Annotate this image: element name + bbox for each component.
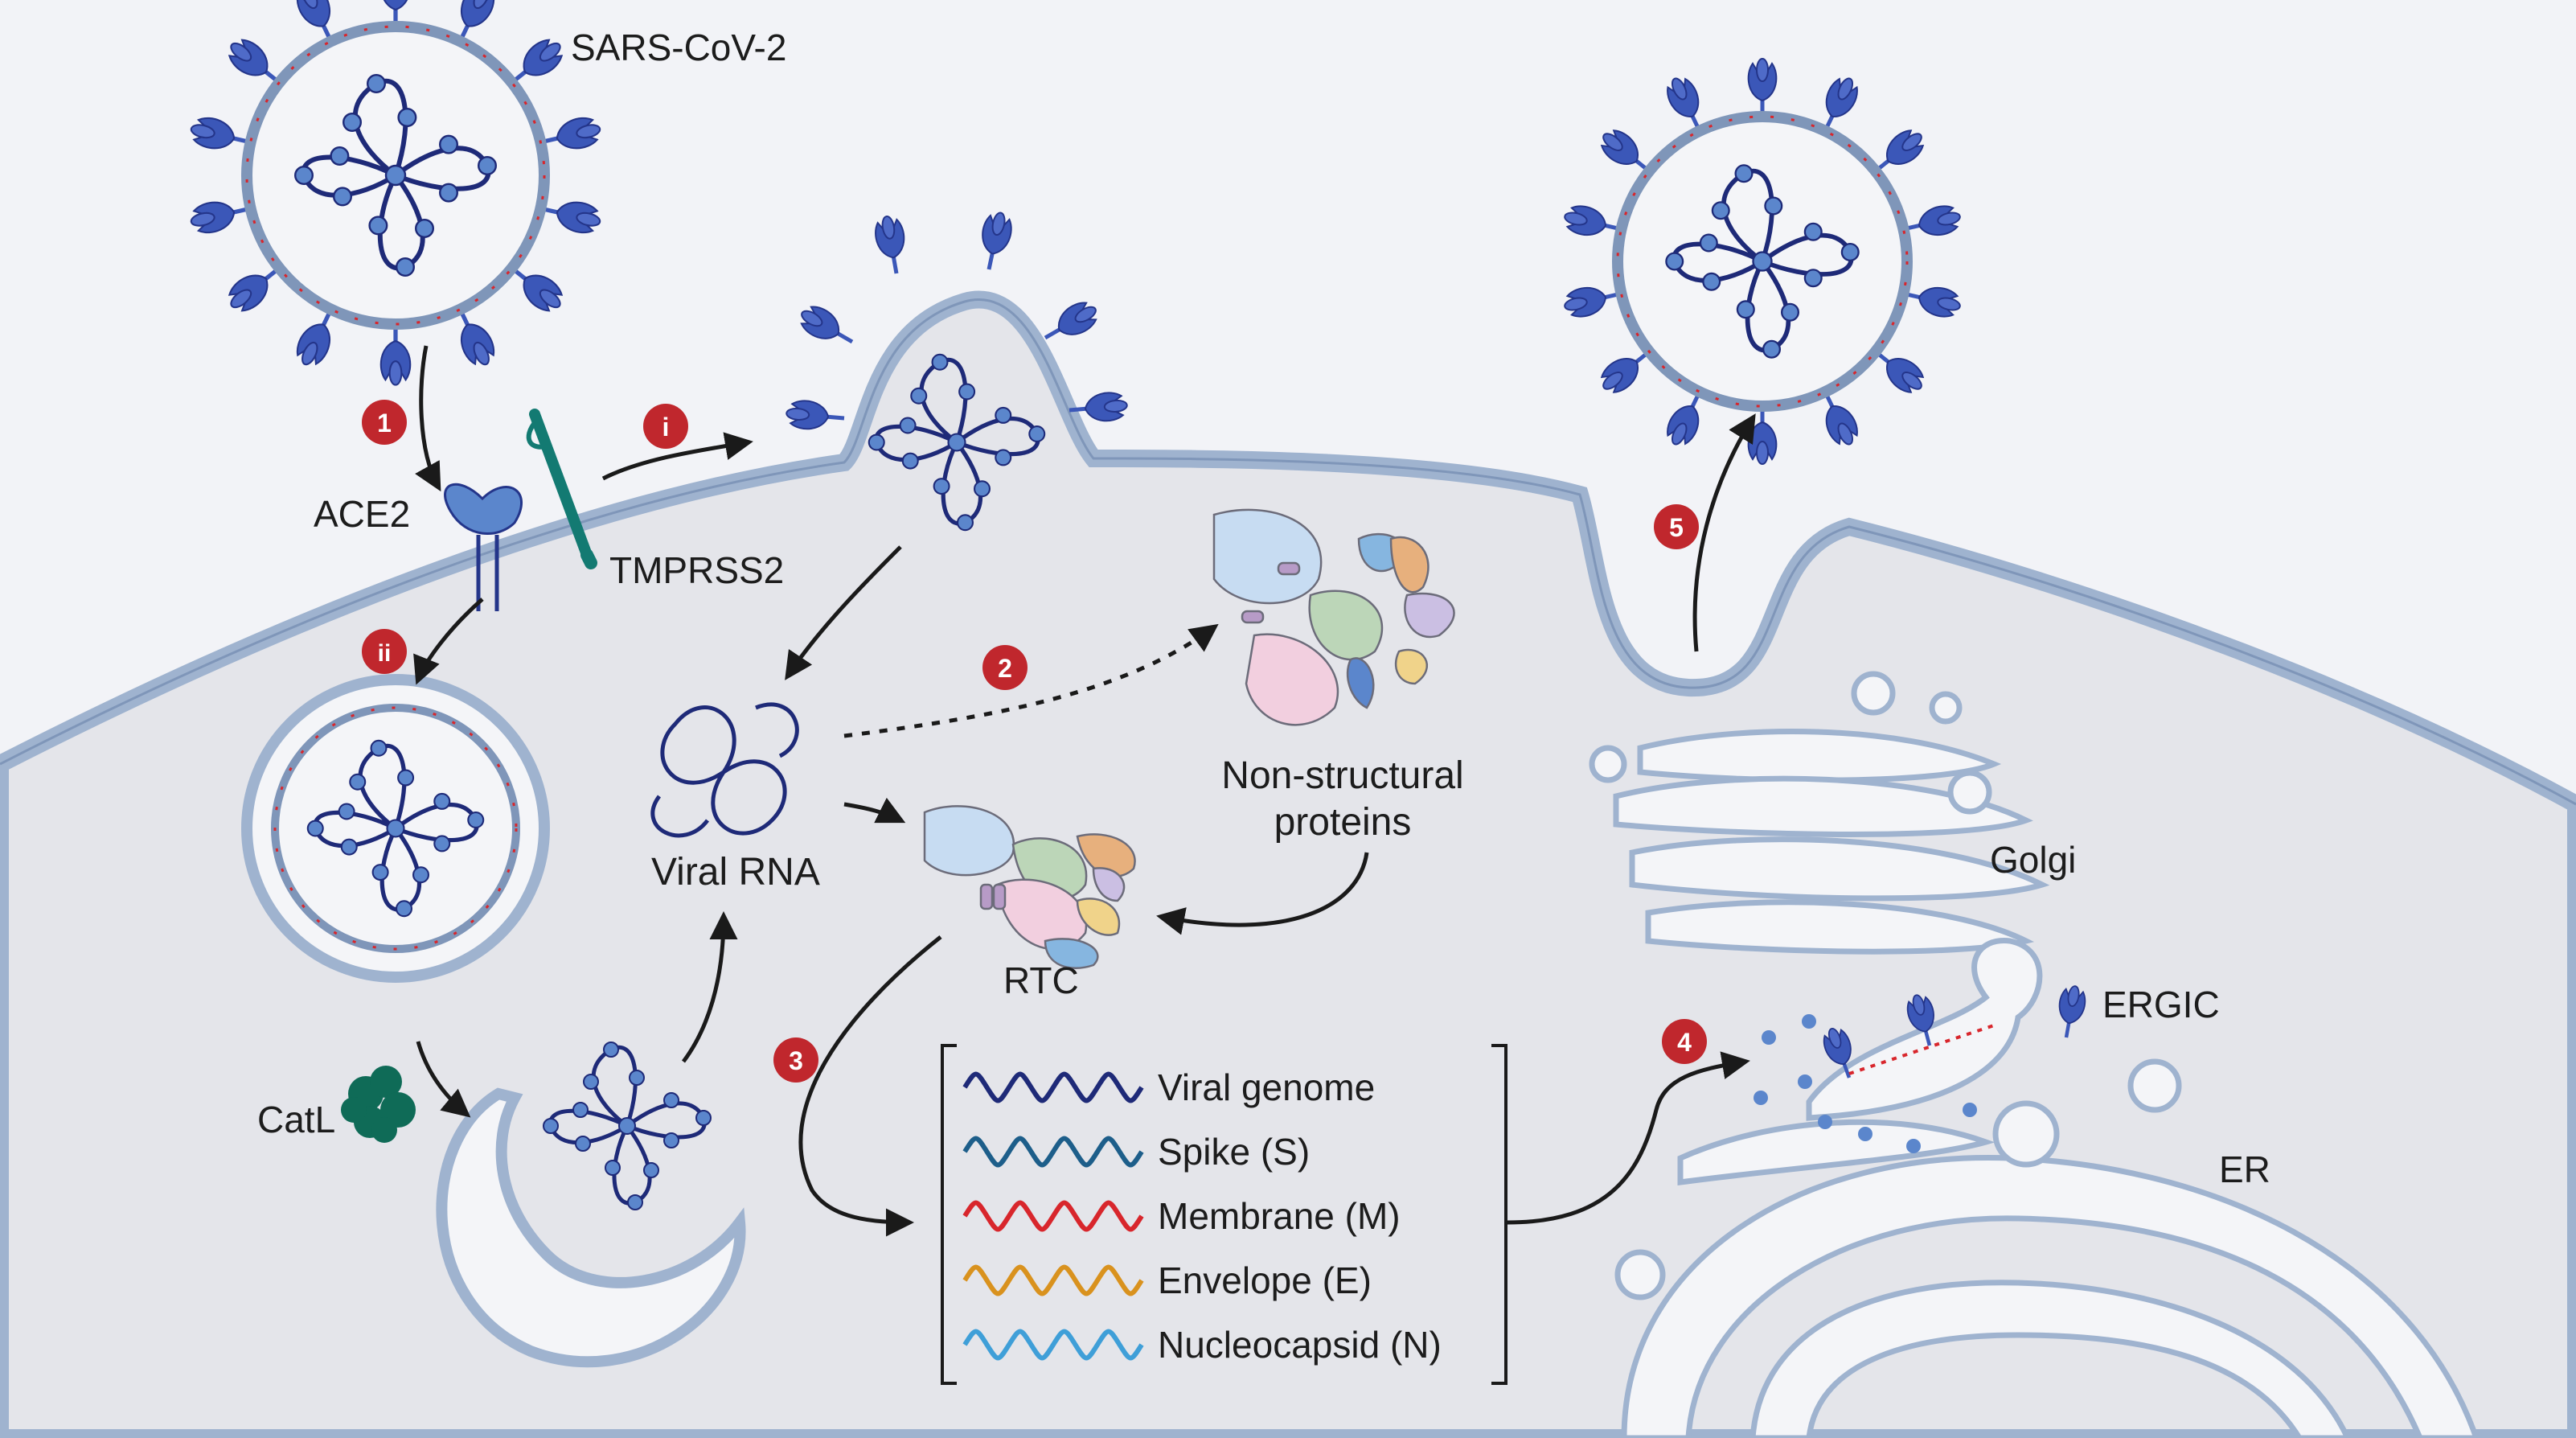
label-sars-cov-2: SARS-CoV-2 [571,27,786,68]
non-structural-proteins [1212,508,1455,726]
badge-step-i: i [643,404,688,449]
lysosome-crescent [436,1087,746,1368]
svg-text:4: 4 [1677,1028,1692,1057]
ace2-receptor [444,483,523,611]
cell-membrane-inner-line [0,298,2576,806]
badge-step-4: 4 [1662,1019,1707,1064]
legend-label: Nucleocapsid (N) [1158,1324,1442,1366]
golgi-apparatus [1589,671,2050,955]
endoplasmic-reticulum [1614,1058,2480,1438]
legend-wave [962,1200,1144,1232]
step-badges: 1 i ii 2 3 4 5 [362,400,1707,1083]
nucleocapsid-dots [1754,1014,1977,1153]
arrow-attach [415,345,441,492]
badge-step-ii: ii [362,629,407,674]
label-viral-rna: Viral RNA [651,851,820,894]
legend-label: Envelope (E) [1158,1259,1372,1301]
legend-wave [962,1136,1144,1168]
badge-step-3: 3 [773,1037,818,1083]
svg-text:i: i [662,413,670,442]
label-ace2: ACE2 [314,493,410,535]
label-tmprss2: TMPRSS2 [609,549,784,591]
svg-text:2: 2 [998,654,1012,683]
tmprss2-protease [526,409,597,569]
legend-label: Viral genome [1158,1066,1375,1108]
arrow-fusion-to-rna [785,545,902,680]
viral-rna-tangle [650,702,799,838]
legend-wave [962,1264,1144,1296]
arrow-rtc-to-transcripts [798,935,942,1237]
label-golgi: Golgi [1990,839,2076,881]
released-virion [1561,59,1963,464]
arrow-translation-nsp [843,623,1219,738]
svg-text:1: 1 [377,409,392,438]
legend-wave [962,1329,1144,1361]
svg-text:5: 5 [1669,513,1684,542]
badge-step-1: 1 [362,400,407,445]
legend-label: Membrane (M) [1158,1195,1401,1237]
arrow-direct-fusion [601,432,753,481]
arrow-endosome-to-lysosome [416,1041,471,1118]
catl-protease [341,1066,416,1143]
svg-text:ii: ii [378,640,392,667]
arrow-endocytosis [413,598,484,685]
label-rtc: RTC [1003,959,1079,1001]
endosome [241,674,550,983]
pathway-arrows [413,345,1756,1237]
label-nsp-line1: Non-structural [1221,754,1463,797]
ergic-spike-proteins [1819,984,2087,1082]
label-nsp-line2: proteins [1274,801,1412,844]
arrow-exocytosis [1692,413,1756,652]
rtc-complex [923,805,1136,969]
badge-step-2: 2 [982,645,1028,690]
label-er: ER [2219,1148,2270,1190]
label-ergic: ERGIC [2102,984,2220,1025]
legend-wave [962,1071,1144,1103]
sars-cov-2-virion [188,0,603,385]
arrow-transcripts-to-ergic [1507,1051,1750,1225]
legend-label: Spike (S) [1158,1131,1310,1173]
arrow-rna-to-rtc [843,797,906,824]
arrow-nsp-to-rtc [1156,852,1369,935]
svg-text:3: 3 [789,1046,803,1075]
arrow-uncoat-to-rna [681,911,738,1063]
label-catl: CatL [257,1099,335,1140]
badge-step-5: 5 [1654,504,1699,549]
